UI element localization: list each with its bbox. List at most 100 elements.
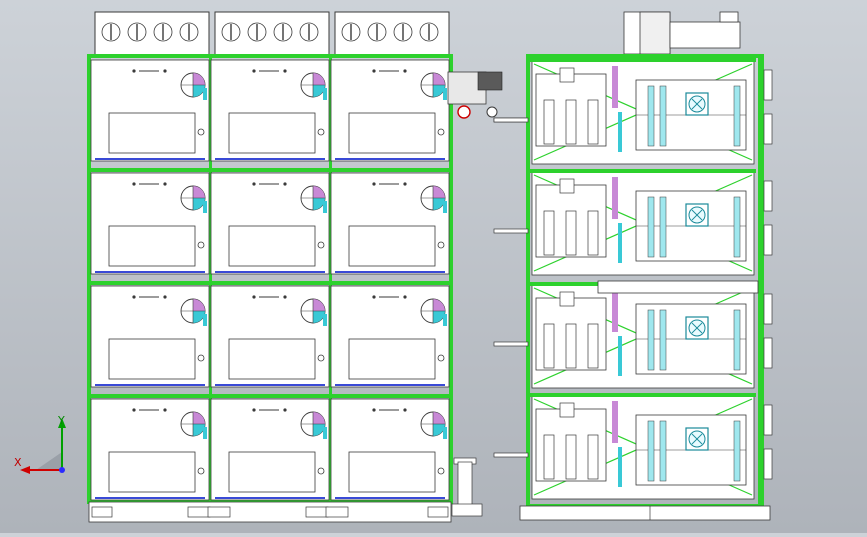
rack-shelf [493, 169, 773, 276]
coolant-channel [647, 309, 655, 371]
shelf-rail [530, 393, 756, 397]
cabinet-lock [437, 241, 445, 249]
indicator-dial-segment [193, 299, 205, 311]
indicator-dial-segment [433, 73, 445, 85]
side-bracket [763, 337, 773, 369]
cabinet-panel [330, 172, 450, 275]
cabinet-screw [283, 182, 287, 186]
cabinet-window [108, 451, 196, 493]
coolant-channel [659, 309, 667, 371]
cabinet-lock [197, 128, 205, 136]
cabinet-screw [283, 408, 287, 412]
cabinet-lock [317, 354, 325, 362]
cabinet-base-strip [215, 271, 325, 273]
pressure-gauge-needle [691, 98, 703, 110]
actuator-cap [559, 291, 575, 307]
cabinet-lock [197, 354, 205, 362]
cabinet-window [108, 338, 196, 380]
pink-indicator-bar [612, 177, 618, 219]
coolant-channel [659, 196, 667, 258]
cabinet-panel [90, 285, 210, 388]
actuator-cylinder [543, 99, 555, 145]
cyan-indicator-bar [618, 223, 622, 263]
coolant-channel [647, 196, 655, 258]
fan-box-side [639, 11, 671, 55]
pink-indicator-bar [612, 290, 618, 332]
actuator-cylinder [565, 210, 577, 256]
indicator-dial-segment [313, 73, 325, 85]
cabinet-window [348, 112, 436, 154]
actuator-cap [559, 67, 575, 83]
pink-indicator-bar [612, 401, 618, 443]
cyan-indicator-bar [618, 112, 622, 152]
axis-x-label: X [14, 456, 22, 469]
indicator-lamp [203, 201, 207, 213]
cabinet-lock [197, 241, 205, 249]
cabinet-screw [283, 295, 287, 299]
cabinet-window [108, 225, 196, 267]
cabinet-screw [372, 182, 376, 186]
axis-x-arrowhead [20, 466, 30, 474]
indicator-dial-segment [433, 186, 445, 198]
axis-y-arrowhead [58, 418, 66, 428]
cabinet-screw [252, 408, 256, 412]
indicator-lamp [323, 201, 327, 213]
actuator-cylinder [565, 323, 577, 369]
axis-triad: X Y [14, 412, 74, 482]
indicator-lamp [203, 427, 207, 439]
cabinet-lock [437, 467, 445, 475]
left-base [88, 501, 452, 523]
cabinet-screw [132, 295, 136, 299]
cabinet-window [108, 112, 196, 154]
cabinet-base-strip [95, 384, 205, 386]
cabinet-screw [163, 408, 167, 412]
cabinet-base-strip [95, 271, 205, 273]
cabinet-screw [163, 182, 167, 186]
side-bracket [763, 180, 773, 212]
side-bracket [763, 404, 773, 436]
indicator-dial-segment [313, 299, 325, 311]
side-bracket [763, 448, 773, 480]
indicator-dial-segment [313, 424, 325, 436]
valve-handwheel [457, 105, 471, 119]
valve-actuator [477, 71, 503, 91]
base-plinth [88, 501, 452, 523]
cabinet-screw [252, 182, 256, 186]
pink-indicator-bar [612, 66, 618, 108]
side-bracket [763, 293, 773, 325]
indicator-dial-segment [433, 198, 445, 210]
cabinet-screw [403, 408, 407, 412]
base-foot [325, 506, 349, 518]
actuator-cylinder [543, 210, 555, 256]
indicator-dial-segment [433, 311, 445, 323]
cabinet-screw [132, 69, 136, 73]
indicator-dial-segment [433, 299, 445, 311]
rack-crossbar [597, 280, 759, 294]
cabinet-panel [210, 398, 330, 501]
base-foot [207, 506, 231, 518]
coolant-channel [733, 420, 741, 482]
cabinet-screw [403, 69, 407, 73]
cabinet-screw [132, 408, 136, 412]
axis-y-label: Y [58, 414, 65, 427]
rack-shelf [493, 393, 773, 500]
indicator-lamp [443, 201, 447, 213]
cabinet-lock [437, 354, 445, 362]
indicator-dial-segment [313, 186, 325, 198]
side-pipe-stub [493, 117, 529, 123]
indicator-lamp [323, 314, 327, 326]
cabinet-window [228, 225, 316, 267]
cabinet-panel [90, 398, 210, 501]
side-pipe-stub [493, 341, 529, 347]
actuator-cylinder [565, 434, 577, 480]
base-foot [427, 506, 449, 518]
indicator-dial-segment [193, 73, 205, 85]
axis-plane-shading [36, 452, 62, 470]
cabinet-lock [317, 241, 325, 249]
horizontal-green-rail [89, 394, 451, 398]
cabinet-window [348, 451, 436, 493]
valve-assembly [447, 71, 529, 517]
cabinet-lock [317, 128, 325, 136]
cabinet-base-strip [215, 158, 325, 160]
